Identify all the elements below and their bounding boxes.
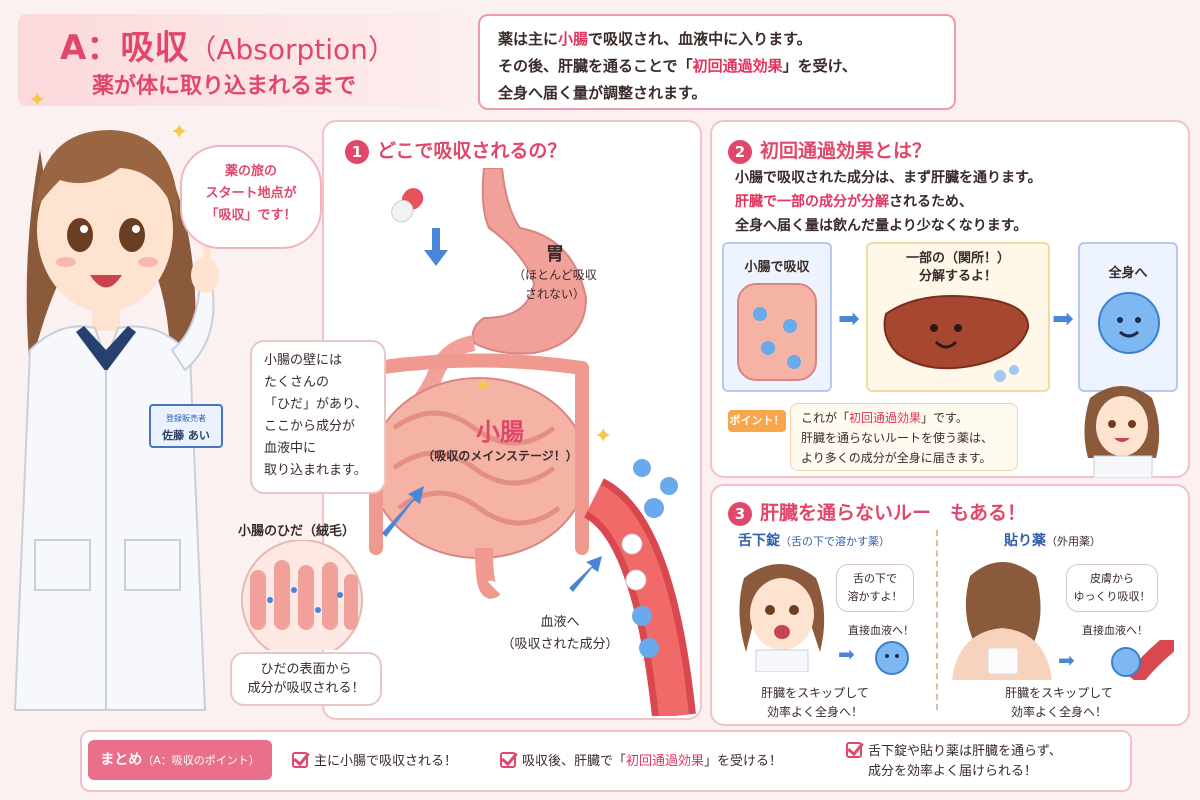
sublingual-bubble: 舌の下で 溶かすよ！	[836, 564, 914, 612]
blood-label: 血液へ （吸収された成分）	[500, 612, 620, 656]
sparkle-icon: ✦	[170, 120, 189, 145]
sublingual-title: 舌下錠（舌の下で溶かす薬）	[738, 533, 890, 549]
badge-org: 登録販売者	[166, 413, 206, 423]
blood-line: 血液へ	[540, 615, 580, 630]
summary-item-1: 主に小腸で吸収される！	[292, 752, 457, 772]
panel3-number: 3	[728, 502, 752, 526]
vessel-molecule-icon	[1111, 640, 1174, 680]
panel2-description: 小腸で吸収された成分は、まず肝臓を通ります。 肝臓で一部の成分が分解されるため、…	[735, 166, 1042, 238]
callout-line: 取り込まれます。	[264, 463, 367, 478]
title-banner	[18, 14, 470, 106]
summary-item-3-line-2: 成分を効率よく届けられる！	[868, 764, 1038, 779]
step3-label: 全身へ	[1108, 266, 1148, 281]
bubble-line: 「吸収」です！	[205, 208, 297, 223]
point-callout: これが「初回通過効果」です。 肝臓を通らないルートを使う薬は、 より多くの成分が…	[790, 403, 1018, 471]
callout-line: たくさんの	[264, 375, 330, 390]
step1-label: 小腸で吸収	[744, 260, 810, 275]
direct-blood-label: 直接血液へ！	[1082, 624, 1148, 637]
callout-line: ひだの表面から	[260, 662, 352, 677]
small-intestine-label: 小腸 （吸収のメインステージ！）	[400, 412, 600, 464]
bubble-line: 皮膚から	[1090, 572, 1134, 585]
summary-item-3: 舌下錠や貼り薬は肝臓を通らず、 成分を効率よく届けられる！	[846, 742, 1062, 782]
summary-item-2: 吸収後、肝臓で「初回通過効果」を受ける！	[500, 752, 782, 772]
patch-title: 貼り薬（外用薬）	[1004, 533, 1101, 549]
callout-line: 血液中に	[264, 441, 317, 456]
sparkle-icon: ✦	[28, 88, 47, 113]
callout-line: ここから成分が	[264, 419, 356, 434]
molecule-character-icon	[1098, 292, 1160, 354]
patch-skip-text: 肝臓をスキップして 効率よく全身へ！	[984, 684, 1134, 722]
intestine-wall-callout: 小腸の壁には たくさんの 「ひだ」があり、 ここから成分が 血液中に 取り込まれ…	[250, 340, 386, 494]
panel2-number: 2	[728, 140, 752, 164]
sublingual-skip-text: 肝臓をスキップして 効率よく全身へ！	[740, 684, 890, 722]
description-line: 肝臓で一部の成分が分解されるため、	[735, 194, 973, 210]
skip-line: 効率よく全身へ！	[1010, 705, 1107, 719]
bubble-line: 舌の下で	[853, 572, 897, 585]
intro-line-3: 全身へ届く量が調整されます。	[498, 84, 707, 102]
callout-line: 小腸の壁には	[264, 353, 343, 368]
description-line: 小腸で吸収された成分は、まず肝臓を通ります。	[735, 170, 1042, 186]
sparkle-icon: ✦	[594, 424, 612, 449]
patch-bubble: 皮膚から ゆっくり吸収！	[1066, 564, 1158, 612]
molecule-icon	[875, 641, 909, 675]
arrow-right-icon: ➡	[1058, 648, 1075, 672]
speech-bubble-start: 薬の旅の スタート地点が 「吸収」です！	[180, 145, 322, 249]
checkbox-icon	[292, 752, 308, 768]
villi-callout: ひだの表面から 成分が吸収される！	[230, 652, 382, 706]
blood-line: （吸収された成分）	[501, 637, 619, 652]
step2-label: 一部の（関所！） 分解するよ！	[866, 250, 1050, 286]
arrow-right-icon: ➡	[838, 304, 860, 334]
intro-line-2: その後、肝臓を通ることで「初回通過効果」を受け、	[498, 57, 857, 75]
bubble-line: 溶かすよ！	[847, 590, 903, 603]
sublingual-character	[739, 564, 825, 672]
pharmacist-small-icon	[1084, 386, 1160, 478]
point-line: これが「初回通過効果」です。	[801, 411, 968, 425]
panel1-number: 1	[345, 140, 369, 164]
digestive-illustration: ✦ ✦	[369, 168, 696, 716]
bubble-line: スタート地点が	[205, 186, 297, 201]
small-intestine-name: 小腸	[476, 418, 524, 446]
page-subtitle: 薬が体に取り込まれるまで	[92, 74, 357, 99]
intestine-mini-icon	[737, 283, 817, 381]
skip-line: 肝臓をスキップして	[1005, 686, 1113, 700]
description-line: 全身へ届く量は飲んだ量より少なくなります。	[735, 218, 1028, 234]
point-line: より多くの成分が全身に届きます。	[801, 451, 992, 465]
point-line: 肝臓を通らないルートを使う薬は、	[801, 431, 994, 445]
skip-line: 肝臓をスキップして	[761, 686, 869, 700]
liver-character-icon	[883, 295, 1030, 382]
pharmacist-illustration: 登録販売者 佐藤 あい	[13, 130, 223, 711]
callout-line: 成分が吸収される！	[247, 681, 365, 696]
small-intestine-note: （吸収のメインステージ！）	[422, 449, 578, 463]
step2-line: 分解するよ！	[918, 269, 997, 284]
panel3-divider	[936, 530, 938, 710]
bubble-line: ゆっくり吸収！	[1073, 590, 1151, 603]
stomach-note: （ほとんど吸収	[513, 268, 597, 282]
arrow-right-icon: ➡	[1052, 304, 1074, 334]
point-badge: ポイント！	[728, 410, 786, 432]
sparkle-icon: ✦	[474, 374, 492, 399]
villi-title: 小腸のひだ（絨毛）	[238, 524, 356, 539]
arrow-right-icon: ➡	[838, 642, 855, 666]
page-title: A：吸収（Absorption）	[60, 28, 396, 68]
villi-closeup	[241, 540, 363, 650]
intro-line-1: 薬は主に小腸で吸収され、血液中に入ります。	[498, 30, 812, 48]
patch-character	[952, 562, 1052, 680]
badge-name: 佐藤 あい	[161, 428, 210, 442]
checkbox-icon	[500, 752, 516, 768]
summary-label: まとめ（A：吸収のポイント）	[88, 740, 272, 780]
checkbox-icon	[846, 742, 862, 758]
stomach-label: 胃 （ほとんど吸収 されない）	[510, 240, 600, 304]
intro-box: 薬は主に小腸で吸収され、血液中に入ります。 その後、肝臓を通ることで「初回通過効…	[478, 14, 956, 110]
bubble-line: 薬の旅の	[224, 164, 277, 179]
stomach-name: 胃	[546, 244, 564, 265]
callout-line: 「ひだ」があり、	[264, 397, 368, 412]
stomach-note: されない）	[524, 287, 585, 301]
skip-line: 効率よく全身へ！	[766, 705, 863, 719]
direct-blood-label: 直接血液へ！	[848, 624, 914, 637]
step2-line: 一部の（関所！）	[905, 251, 1010, 266]
